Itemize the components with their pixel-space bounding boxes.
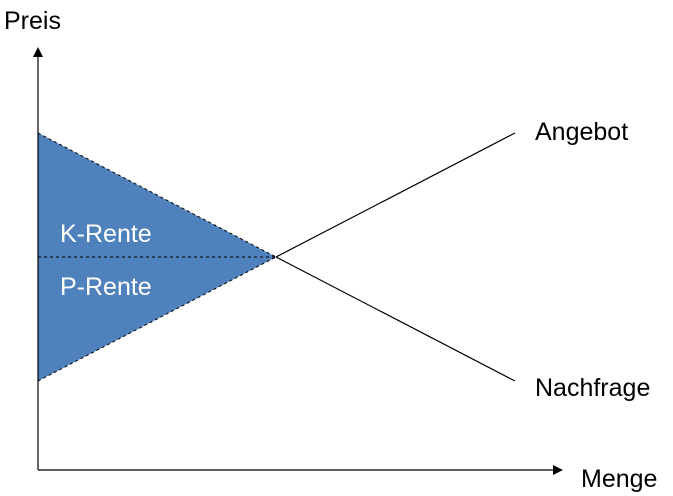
y-axis-label: Preis [4,7,61,35]
supply-label: Angebot [535,118,628,146]
demand-dashed-segment [37,132,277,258]
x-axis-label: Menge [581,465,657,493]
producer-surplus-label: P-Rente [60,273,152,301]
supply-curve [275,132,516,258]
supply-dashed-segment [37,256,277,382]
surplus-area [38,133,276,381]
demand-label: Nachfrage [535,374,650,402]
demand-curve [275,256,516,382]
consumer-surplus-label: K-Rente [60,220,152,248]
